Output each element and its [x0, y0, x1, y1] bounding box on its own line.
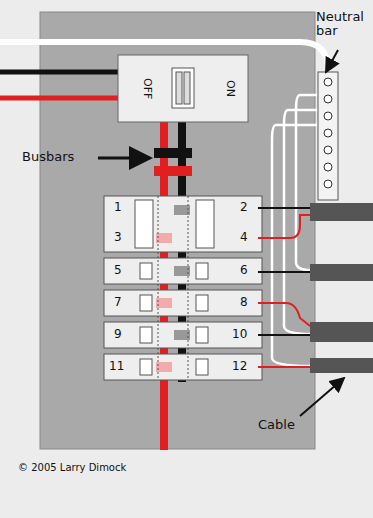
leader-arrow — [98, 157, 150, 160]
callout-number: 11 — [109, 360, 124, 373]
callout-number: 4 — [240, 231, 248, 244]
leader-arrow — [326, 50, 338, 72]
main-toggle — [176, 72, 182, 104]
neutral-screws — [324, 78, 332, 188]
screw — [324, 129, 332, 137]
callout-number: 3 — [114, 231, 122, 244]
cable — [310, 203, 373, 373]
callout-number: 9 — [114, 328, 122, 341]
copyright-note: © 2005 Larry Dimock — [18, 462, 126, 473]
main-toggle — [172, 68, 194, 108]
branch-breakers — [104, 196, 262, 380]
bus-dash — [158, 196, 188, 380]
neutral-bar — [318, 72, 338, 200]
screw — [324, 146, 332, 154]
part-name: Neutral bar — [316, 10, 368, 39]
leader-arrow — [300, 378, 344, 416]
switch-label: OFF — [141, 78, 153, 99]
screw — [324, 112, 332, 120]
screw — [324, 163, 332, 171]
panel-box — [40, 12, 315, 449]
screw — [324, 95, 332, 103]
callout-number: 2 — [240, 201, 248, 214]
breaker-toggles — [135, 200, 214, 375]
part-name: Busbars — [22, 150, 74, 164]
callout-number: 7 — [114, 296, 122, 309]
part-name: Cable — [258, 418, 295, 432]
callout-number: 10 — [232, 328, 247, 341]
callout-number: 8 — [240, 296, 248, 309]
callout-number: 1 — [114, 201, 122, 214]
callout-number: 5 — [114, 264, 122, 277]
screw — [324, 180, 332, 188]
busbar-clamp — [154, 166, 192, 176]
branch-wires — [258, 208, 310, 367]
main-toggle — [184, 72, 190, 104]
switch-label: ON — [224, 80, 236, 97]
busbar-clamp — [154, 148, 192, 158]
callout-number: 12 — [232, 360, 247, 373]
screw — [324, 78, 332, 86]
main-breaker — [118, 55, 248, 122]
line-wire — [0, 96, 120, 101]
callout-number: 6 — [240, 264, 248, 277]
line-wire — [0, 70, 120, 75]
